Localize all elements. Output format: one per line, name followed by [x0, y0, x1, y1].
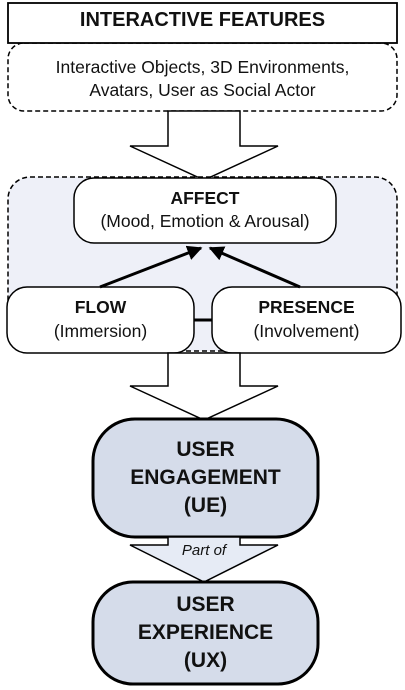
ux-line-1: USER [176, 593, 235, 616]
presence-subtitle: (Involvement) [253, 321, 360, 341]
ue-line-2: ENGAGEMENT [130, 466, 281, 489]
ue-line-1: USER [176, 438, 235, 461]
affect-title: AFFECT [170, 188, 240, 208]
flow-subtitle: (Immersion) [53, 321, 148, 341]
ux-line-3: (UX) [183, 649, 228, 672]
affect-box [73, 177, 337, 244]
flow-title: FLOW [74, 297, 127, 317]
presence-title: PRESENCE [258, 297, 355, 317]
arrow-affect-to-ue [129, 352, 279, 421]
features-line-2: Avatars, User as Social Actor [89, 80, 316, 100]
user-experience-label: USER EXPERIENCE (UX) [93, 582, 318, 684]
features-title: INTERACTIVE FEATURES [79, 9, 326, 31]
arrow-presence-to-affect [208, 246, 301, 289]
features-line-1: Interactive Objects, 3D Environments, [55, 57, 350, 77]
ue-line-3: (UE) [183, 494, 228, 517]
ux-line-2: EXPERIENCE [137, 621, 274, 644]
affect-subtitle: (Mood, Emotion & Arousal) [100, 211, 310, 231]
arrow-flow-to-affect [99, 245, 203, 289]
arrow-features-to-affect [129, 110, 279, 181]
user-experience-pill [91, 580, 320, 686]
interactive-features-box [7, 2, 398, 112]
part-of-label: Part of [181, 542, 227, 559]
arrow-part-of [129, 536, 279, 583]
user-engagement-label: USER ENGAGEMENT (UE) [93, 419, 318, 537]
